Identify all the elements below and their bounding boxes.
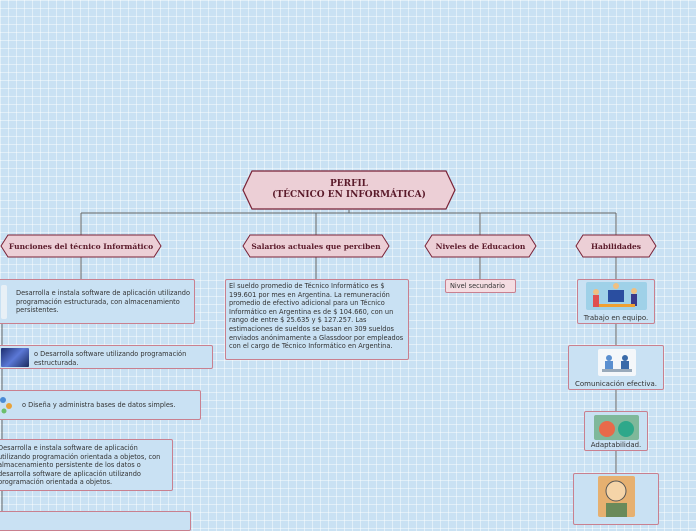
category-label: Salarios actuales que perciben	[251, 241, 381, 251]
teamwork-icon	[586, 282, 647, 310]
funcion-text: o Desarrolla software utilizando program…	[34, 350, 187, 367]
funcion-text: o Diseña y administra bases de datos sim…	[22, 401, 176, 409]
category-educacion[interactable]: Niveles de Educacion	[424, 234, 537, 258]
category-label: Habilidades	[590, 241, 642, 251]
habilidad-card-adaptabilidad[interactable]: Adaptabilidad.	[584, 411, 648, 451]
category-shape	[575, 234, 657, 258]
category-label: Niveles de Educacion	[435, 241, 526, 251]
adaptability-icon	[594, 415, 639, 440]
funcion-card-2[interactable]: o Desarrolla software utilizando program…	[0, 345, 213, 369]
person-thinking-icon	[598, 476, 635, 517]
habilidad-card-4[interactable]	[573, 473, 659, 525]
funcion-text: Desarrolla e instala software de aplicac…	[0, 444, 161, 487]
funcion-card-5[interactable]	[0, 511, 191, 531]
habilidad-card-comunicacion[interactable]: Comunicación efectiva.	[568, 345, 664, 390]
category-funciones[interactable]: Funciones del técnico Informático	[0, 234, 162, 258]
root-subtitle: (TÉCNICO EN INFORMÁTICA)	[272, 190, 426, 200]
category-shape	[424, 234, 537, 258]
category-habilidades[interactable]: Habilidades	[575, 234, 657, 258]
funcion-card-1[interactable]: Desarrolla e instala software de aplicac…	[0, 279, 195, 324]
salario-text: El sueldo promedio de Técnico Informátic…	[229, 282, 404, 351]
educacion-text: Nivel secundario	[450, 282, 505, 290]
habilidad-label: Adaptabilidad.	[590, 441, 642, 449]
category-label: Funciones del técnico Informático	[8, 241, 154, 251]
category-shape	[0, 234, 162, 258]
root-title: PERFIL	[329, 179, 369, 189]
category-salarios[interactable]: Salarios actuales que perciben	[242, 234, 390, 258]
educacion-card[interactable]: Nivel secundario	[445, 279, 516, 293]
category-shape	[242, 234, 390, 258]
salario-card[interactable]: El sueldo promedio de Técnico Informátic…	[225, 279, 409, 360]
funcion-card-4[interactable]: Desarrolla e instala software de aplicac…	[0, 439, 173, 491]
habilidad-label: Comunicación efectiva.	[575, 380, 657, 388]
communication-icon	[598, 349, 636, 376]
code-screen-icon	[1, 348, 29, 367]
funcion-card-3[interactable]: o Diseña y administra bases de datos sim…	[0, 390, 201, 420]
database-icon	[0, 395, 13, 415]
habilidad-card-trabajo[interactable]: Trabajo en equipo.	[577, 279, 655, 324]
funcion-thumb	[1, 285, 7, 319]
root-node-shape	[242, 170, 456, 210]
habilidad-label: Trabajo en equipo.	[583, 314, 649, 322]
funcion-text: Desarrolla e instala software de aplicac…	[16, 289, 191, 315]
root-node[interactable]: PERFIL (TÉCNICO EN INFORMÁTICA)	[242, 170, 456, 210]
